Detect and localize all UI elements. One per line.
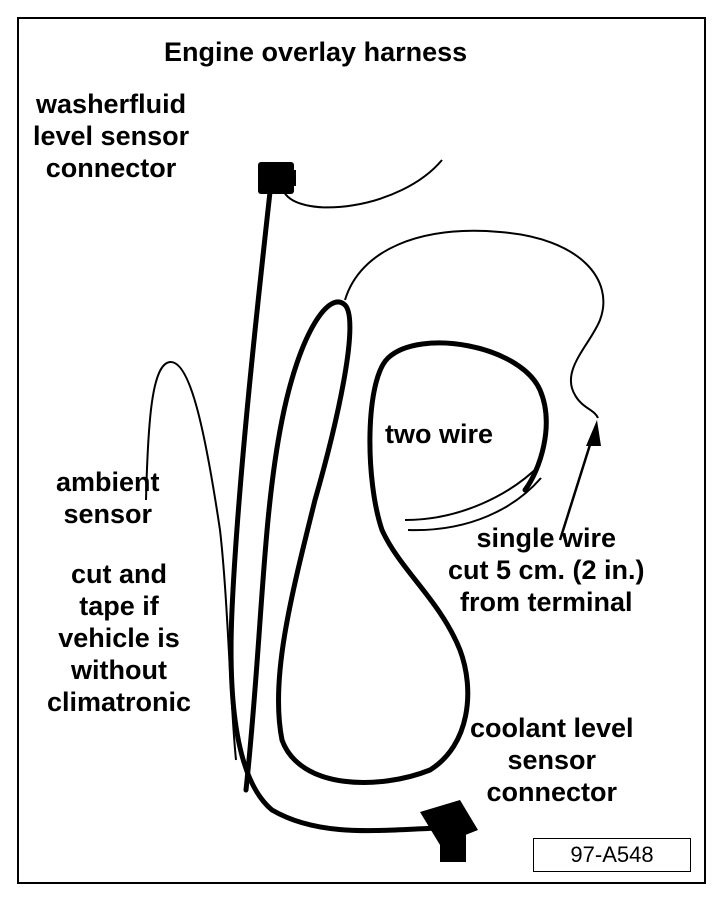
tall-loop-wire: [243, 299, 549, 793]
diagram-frame: [17, 17, 706, 884]
ambient-sensor-label: ambient sensor: [56, 467, 160, 529]
washer-connector: [258, 162, 296, 194]
arrow-head: [586, 420, 601, 446]
two-wire-label: two wire: [385, 419, 494, 449]
coolant-label: coolant level sensor connector: [470, 713, 634, 807]
cut-tape-label: cut and tape if vehicle is without clima…: [46, 559, 192, 717]
two-wire-end-upper: [404, 464, 541, 521]
coolant-connector: [420, 800, 478, 862]
ambient-sensor-wire: [145, 360, 237, 761]
figure-reference: 97-A548: [533, 838, 691, 872]
arrow-shaft: [558, 431, 596, 541]
single-wire: [344, 229, 605, 419]
washer-thin-wire: [283, 159, 443, 209]
diagram-title: Engine overlay harness: [164, 37, 468, 67]
main-harness-wire: [228, 189, 443, 834]
washer-fluid-label: washerfluid level sensor connector: [33, 89, 190, 183]
single-wire-label: single wire cut 5 cm. (2 in.) from termi…: [448, 523, 645, 617]
two-wire-end-lower: [407, 477, 542, 532]
